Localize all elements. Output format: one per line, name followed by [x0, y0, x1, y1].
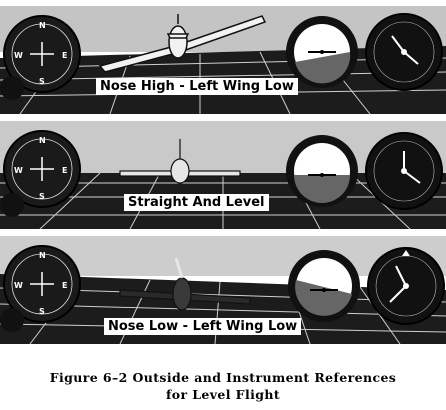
compass-letter-s: S: [39, 77, 45, 86]
figure-caption-line-1: Figure 6–2 Outside and Instrument Refere…: [49, 370, 397, 385]
compass-letter-e: E: [62, 51, 67, 60]
panel-label: Nose Low - Left Wing Low: [104, 318, 302, 335]
attitude-indicator-icon: [288, 250, 360, 322]
heading-indicator-icon: [0, 15, 81, 100]
altimeter-icon: [365, 132, 443, 210]
compass-letter-s: S: [39, 307, 45, 316]
compass-letter-w: W: [14, 281, 23, 290]
compass-letter-w: W: [14, 51, 23, 60]
attitude-indicator-icon: [286, 135, 358, 207]
altimeter-icon: [365, 13, 443, 91]
panel-nose-low-left-wing-low: N E S W Nose Low - Left Wing Low: [0, 236, 446, 344]
compass-letter-n: N: [39, 136, 46, 145]
attitude-indicator-icon: [286, 16, 358, 88]
heading-indicator-icon: [0, 245, 81, 332]
compass-letter-e: E: [62, 281, 67, 290]
panel-label: Straight And Level: [124, 194, 269, 211]
compass-letter-e: E: [62, 166, 67, 175]
airplane-icon: [119, 257, 251, 311]
compass-letter-w: W: [14, 166, 23, 175]
panel-nose-high-left-wing-low: N E S W Nose High - Left Wing Low: [0, 6, 446, 114]
figure-caption-line-2: for Level Flight: [165, 387, 281, 402]
scene-straight-level: N E S W: [0, 121, 446, 229]
scene-nose-high: N E S W: [0, 6, 446, 114]
compass-letter-n: N: [39, 251, 46, 260]
panel-straight-and-level: N E S W Straight And Level: [0, 121, 446, 229]
airplane-icon: [119, 139, 241, 184]
airplane-icon: [98, 14, 267, 73]
panel-label: Nose High - Left Wing Low: [96, 78, 298, 95]
heading-indicator-icon: [0, 130, 81, 217]
compass-letter-n: N: [39, 21, 46, 30]
compass-letter-s: S: [39, 192, 45, 201]
altimeter-icon: [367, 247, 445, 325]
scene-nose-low: N E S W: [0, 236, 446, 344]
